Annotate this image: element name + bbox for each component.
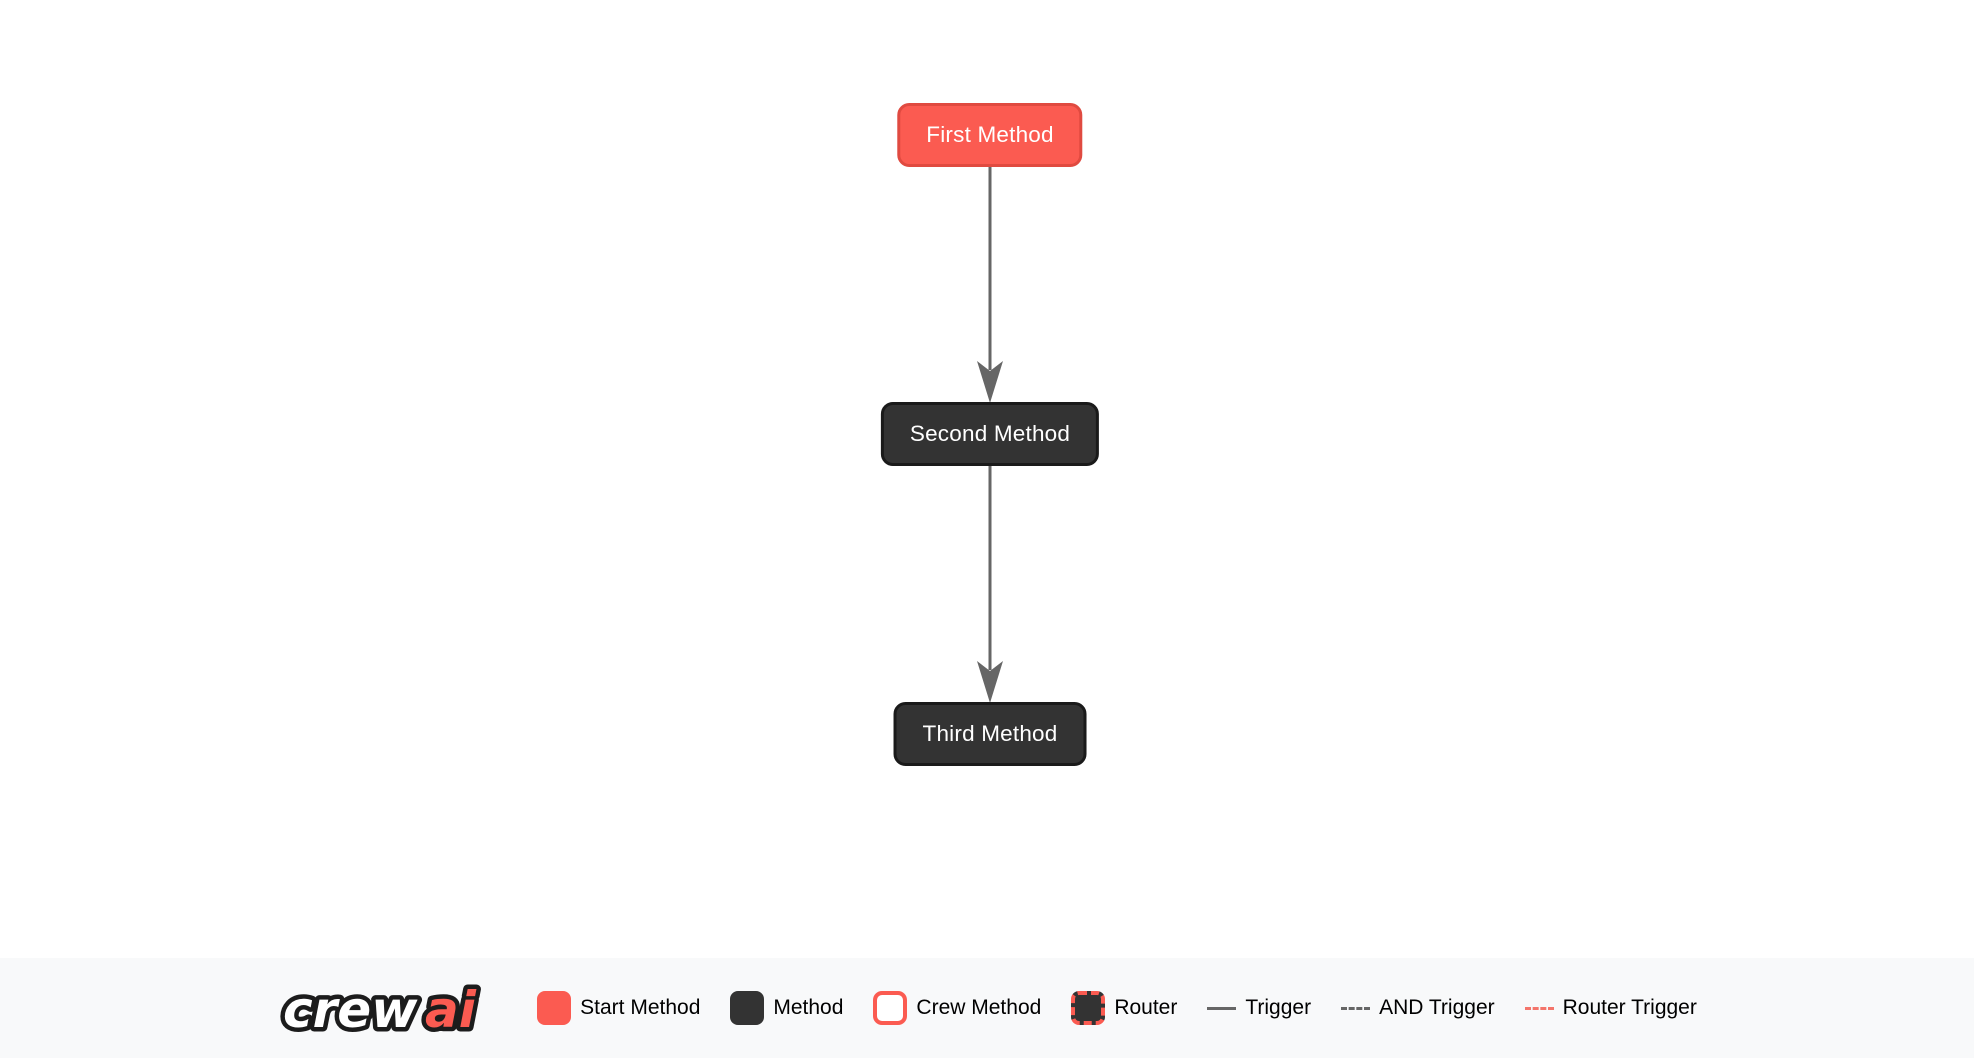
legend-label: Method — [773, 996, 844, 1019]
flow-canvas[interactable]: First Method Second Method Third Method — [0, 0, 1974, 958]
crewai-logo: crew ai — [279, 977, 482, 1044]
and-trigger-line-icon — [1341, 1006, 1371, 1010]
trigger-arrow-first-to-second — [977, 167, 1003, 403]
legend-item-start-method: Start Method — [537, 991, 700, 1025]
logo-text-ai: ai — [425, 981, 477, 1039]
node-third-method[interactable]: Third Method — [893, 702, 1087, 766]
method-swatch-icon — [730, 991, 765, 1025]
node-second-method[interactable]: Second Method — [880, 402, 1100, 466]
legend-label: AND Trigger — [1379, 996, 1495, 1019]
legend-item-router-trigger: Router Trigger — [1524, 996, 1697, 1020]
logo-text-crew: crew — [283, 981, 418, 1039]
start-method-swatch-icon — [537, 991, 572, 1025]
router-swatch-icon — [1071, 991, 1106, 1025]
legend-bar: crew ai Start Method Method Crew Method … — [0, 958, 1974, 1058]
crew-method-swatch-icon — [873, 991, 908, 1025]
legend-label: Router — [1114, 996, 1178, 1019]
trigger-arrow-second-to-third — [977, 466, 1003, 703]
legend-item-crew-method: Crew Method — [873, 991, 1041, 1025]
legend-item-trigger: Trigger — [1207, 996, 1311, 1020]
legend-label: Trigger — [1245, 996, 1312, 1019]
legend-label: Router Trigger — [1562, 996, 1697, 1019]
legend-item-router: Router — [1071, 991, 1177, 1025]
router-trigger-line-icon — [1524, 1006, 1554, 1010]
legend-label: Start Method — [580, 996, 701, 1019]
trigger-line-icon — [1207, 1006, 1237, 1010]
legend-item-method: Method — [730, 991, 843, 1025]
node-first-method[interactable]: First Method — [897, 103, 1083, 167]
legend-item-and-trigger: AND Trigger — [1341, 996, 1495, 1020]
legend-label: Crew Method — [916, 996, 1042, 1019]
